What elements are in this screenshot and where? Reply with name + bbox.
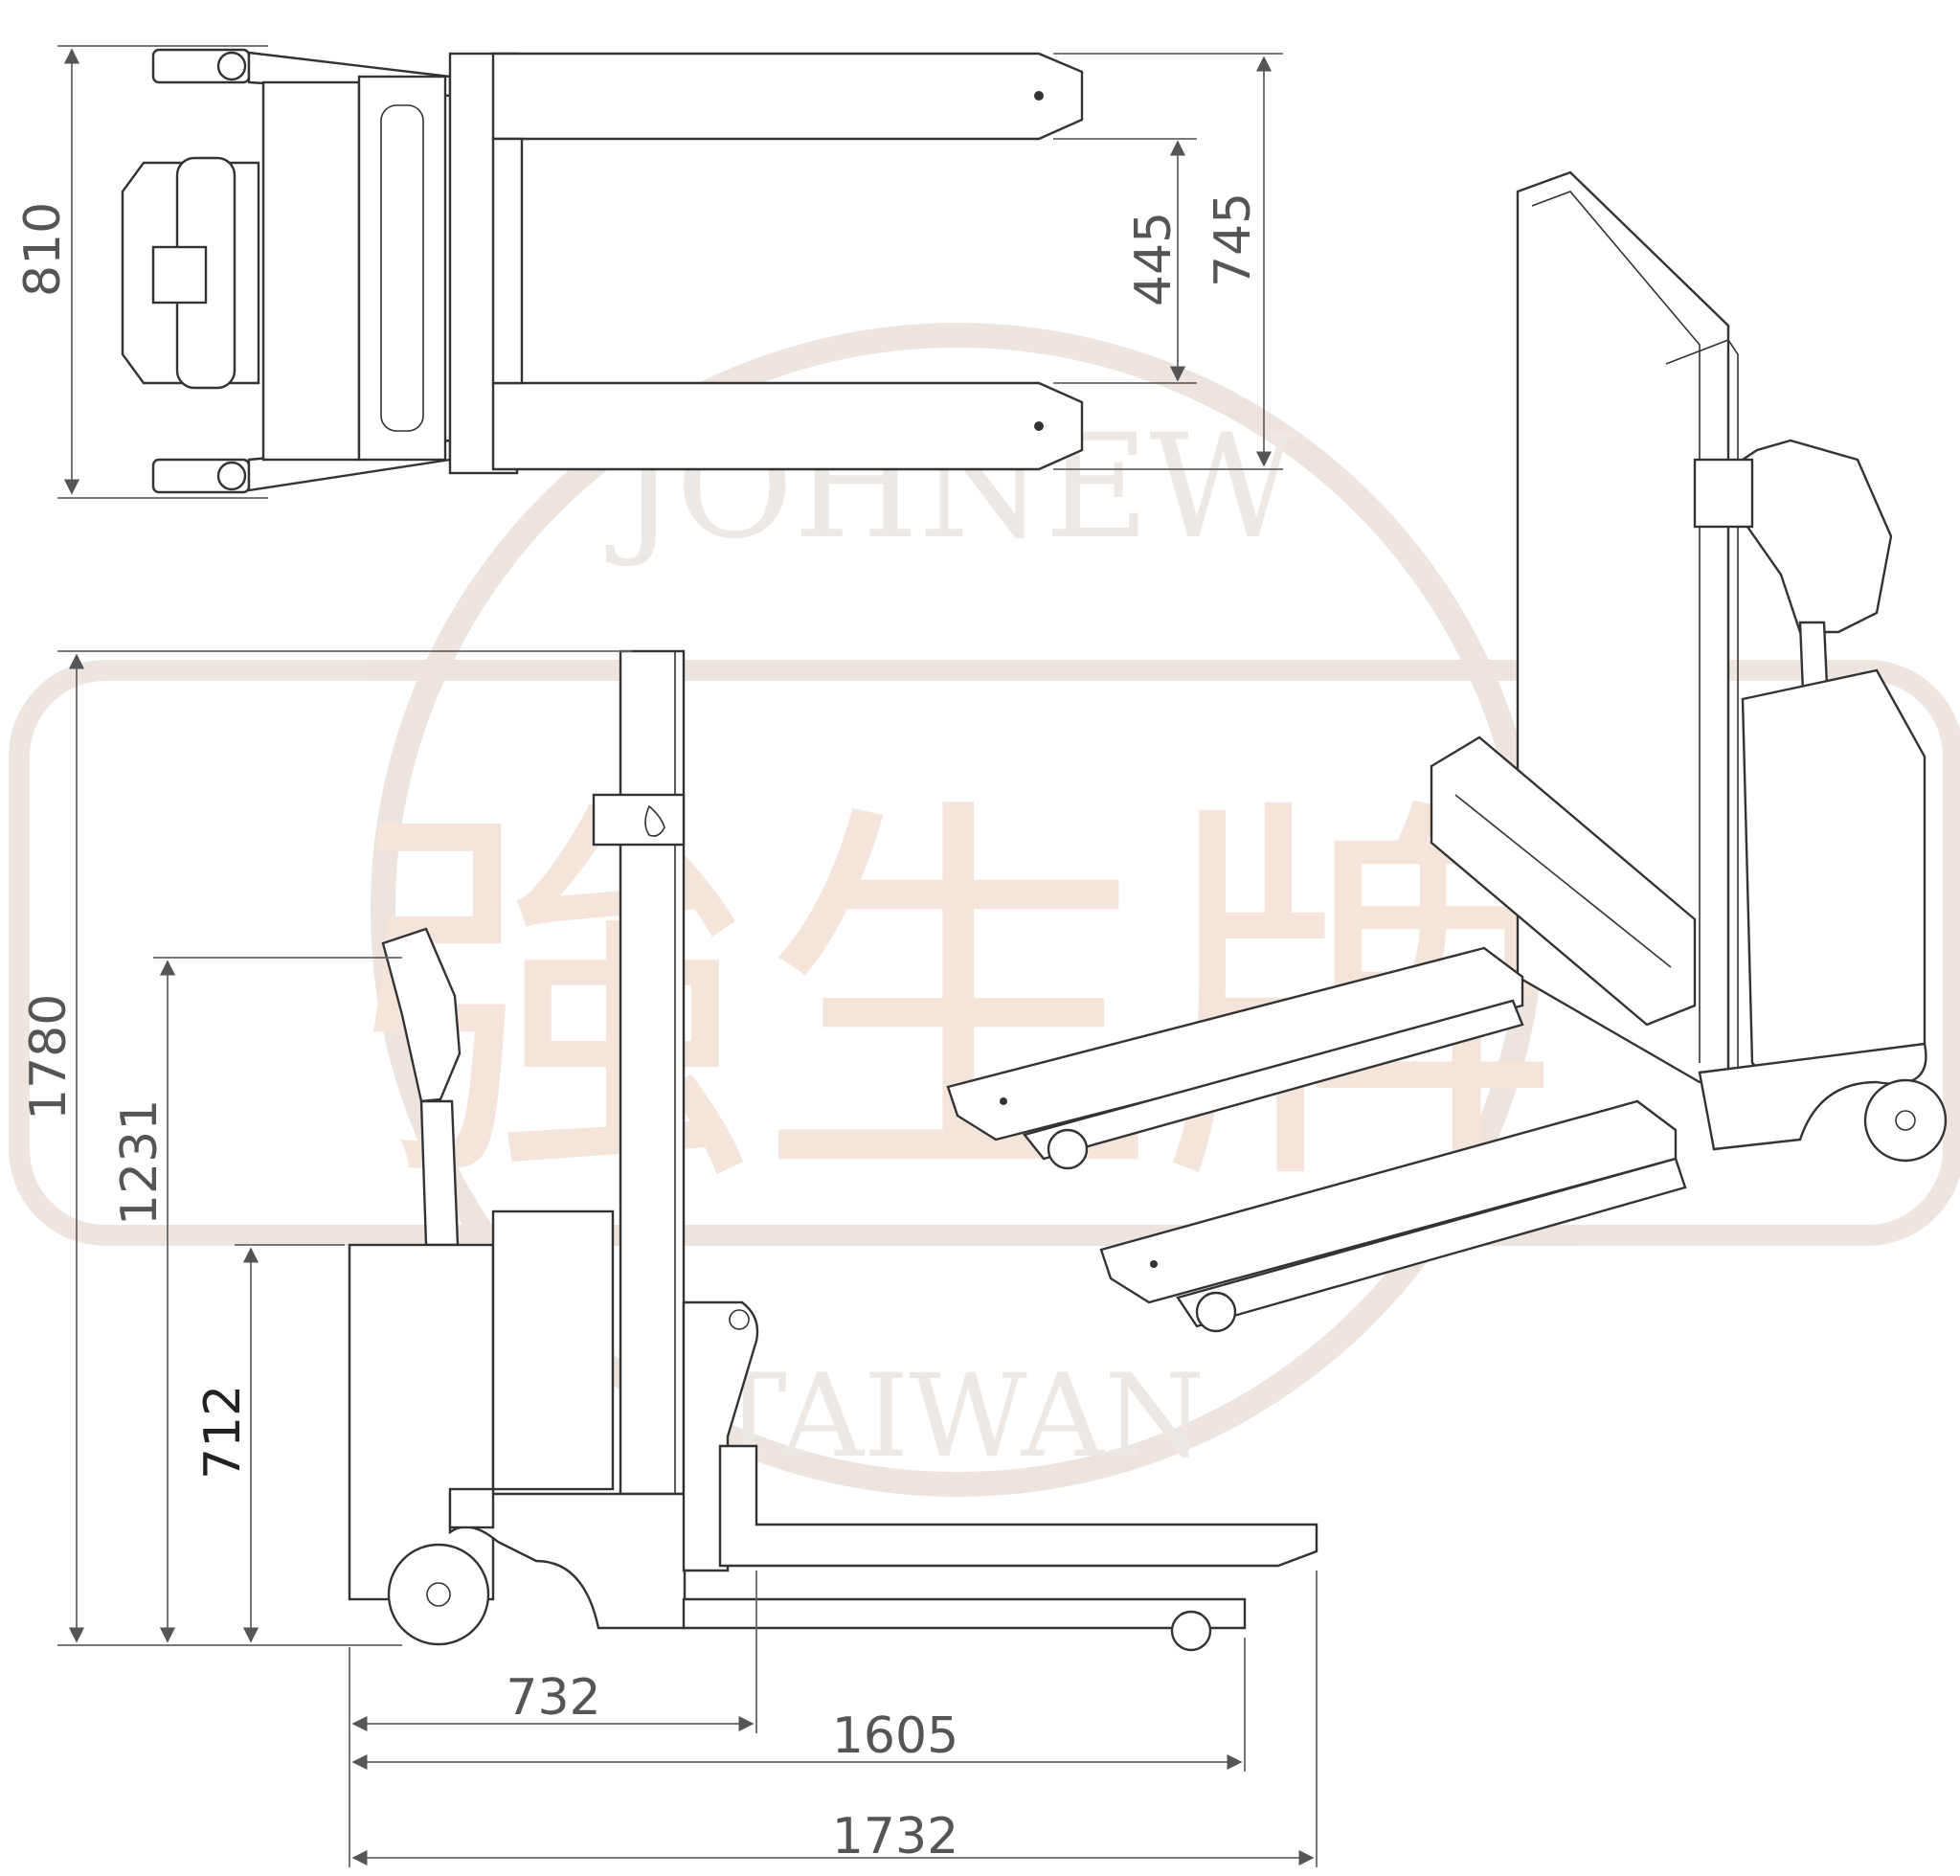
iso-leg-left xyxy=(1022,999,1524,1161)
isometric-view xyxy=(946,170,1948,1333)
dim-1231-label: 1231 xyxy=(111,1099,169,1226)
dim-445-label: 445 xyxy=(1125,212,1183,306)
top-dimensions: 810 445 745 xyxy=(14,45,1283,499)
iso-fork-upper-left xyxy=(946,946,1524,1141)
top-fork-upper xyxy=(491,52,1084,141)
dim-1605-label: 1605 xyxy=(832,1707,958,1765)
top-view xyxy=(121,48,1084,494)
watermark-band xyxy=(9,660,1960,1246)
iso-battery-body xyxy=(1741,668,1926,1074)
side-mast-bracket xyxy=(592,793,686,847)
iso-handle-bracket xyxy=(1693,458,1754,529)
side-view xyxy=(348,649,1318,1652)
side-drive-wheel xyxy=(387,1543,490,1646)
top-carriage-left xyxy=(357,75,447,462)
side-load-wheel xyxy=(1170,1610,1212,1652)
top-fork-hole xyxy=(1034,421,1044,431)
watermark-country: TAIWAN xyxy=(710,1350,1205,1483)
dim-1732-label: 1732 xyxy=(832,1808,958,1865)
dim-745-label: 745 xyxy=(1205,192,1262,287)
side-dimensions: 1780 1231 712 732 1605 1732 xyxy=(20,650,1318,1867)
top-body-plate xyxy=(261,80,361,462)
iso-load-wheel xyxy=(1195,1291,1237,1333)
iso-leg-right xyxy=(1176,1157,1687,1328)
side-wheel-hub xyxy=(426,1582,451,1607)
side-mast xyxy=(619,649,686,1496)
side-fork-upper xyxy=(718,1444,1318,1568)
iso-drive-wheel xyxy=(1863,1078,1948,1163)
side-control-box xyxy=(491,1209,615,1491)
top-handle-knob xyxy=(151,245,208,305)
iso-handle-head xyxy=(1712,439,1893,634)
side-fork-lower xyxy=(682,1597,1247,1630)
dim-1780-label: 1780 xyxy=(20,994,78,1120)
dim-810-label: 810 xyxy=(14,202,72,297)
iso-load-wheel xyxy=(1047,1128,1089,1170)
top-fork-bridge xyxy=(491,137,524,385)
side-caster-mount xyxy=(448,1487,495,1529)
top-fork-hole xyxy=(1034,91,1044,101)
side-handle-head xyxy=(381,927,462,1103)
side-battery-box xyxy=(348,1243,495,1601)
iso-chassis xyxy=(1698,1042,1927,1151)
dim-712-label: 712 xyxy=(194,1385,252,1480)
dim-732-label: 732 xyxy=(506,1669,600,1727)
side-drop-icon xyxy=(644,804,665,837)
top-carriage-slot xyxy=(380,104,424,432)
top-caster-icon xyxy=(216,461,247,491)
side-handle-arm xyxy=(419,1099,460,1247)
top-fork-lower xyxy=(491,381,1084,471)
top-caster-icon xyxy=(216,51,247,81)
